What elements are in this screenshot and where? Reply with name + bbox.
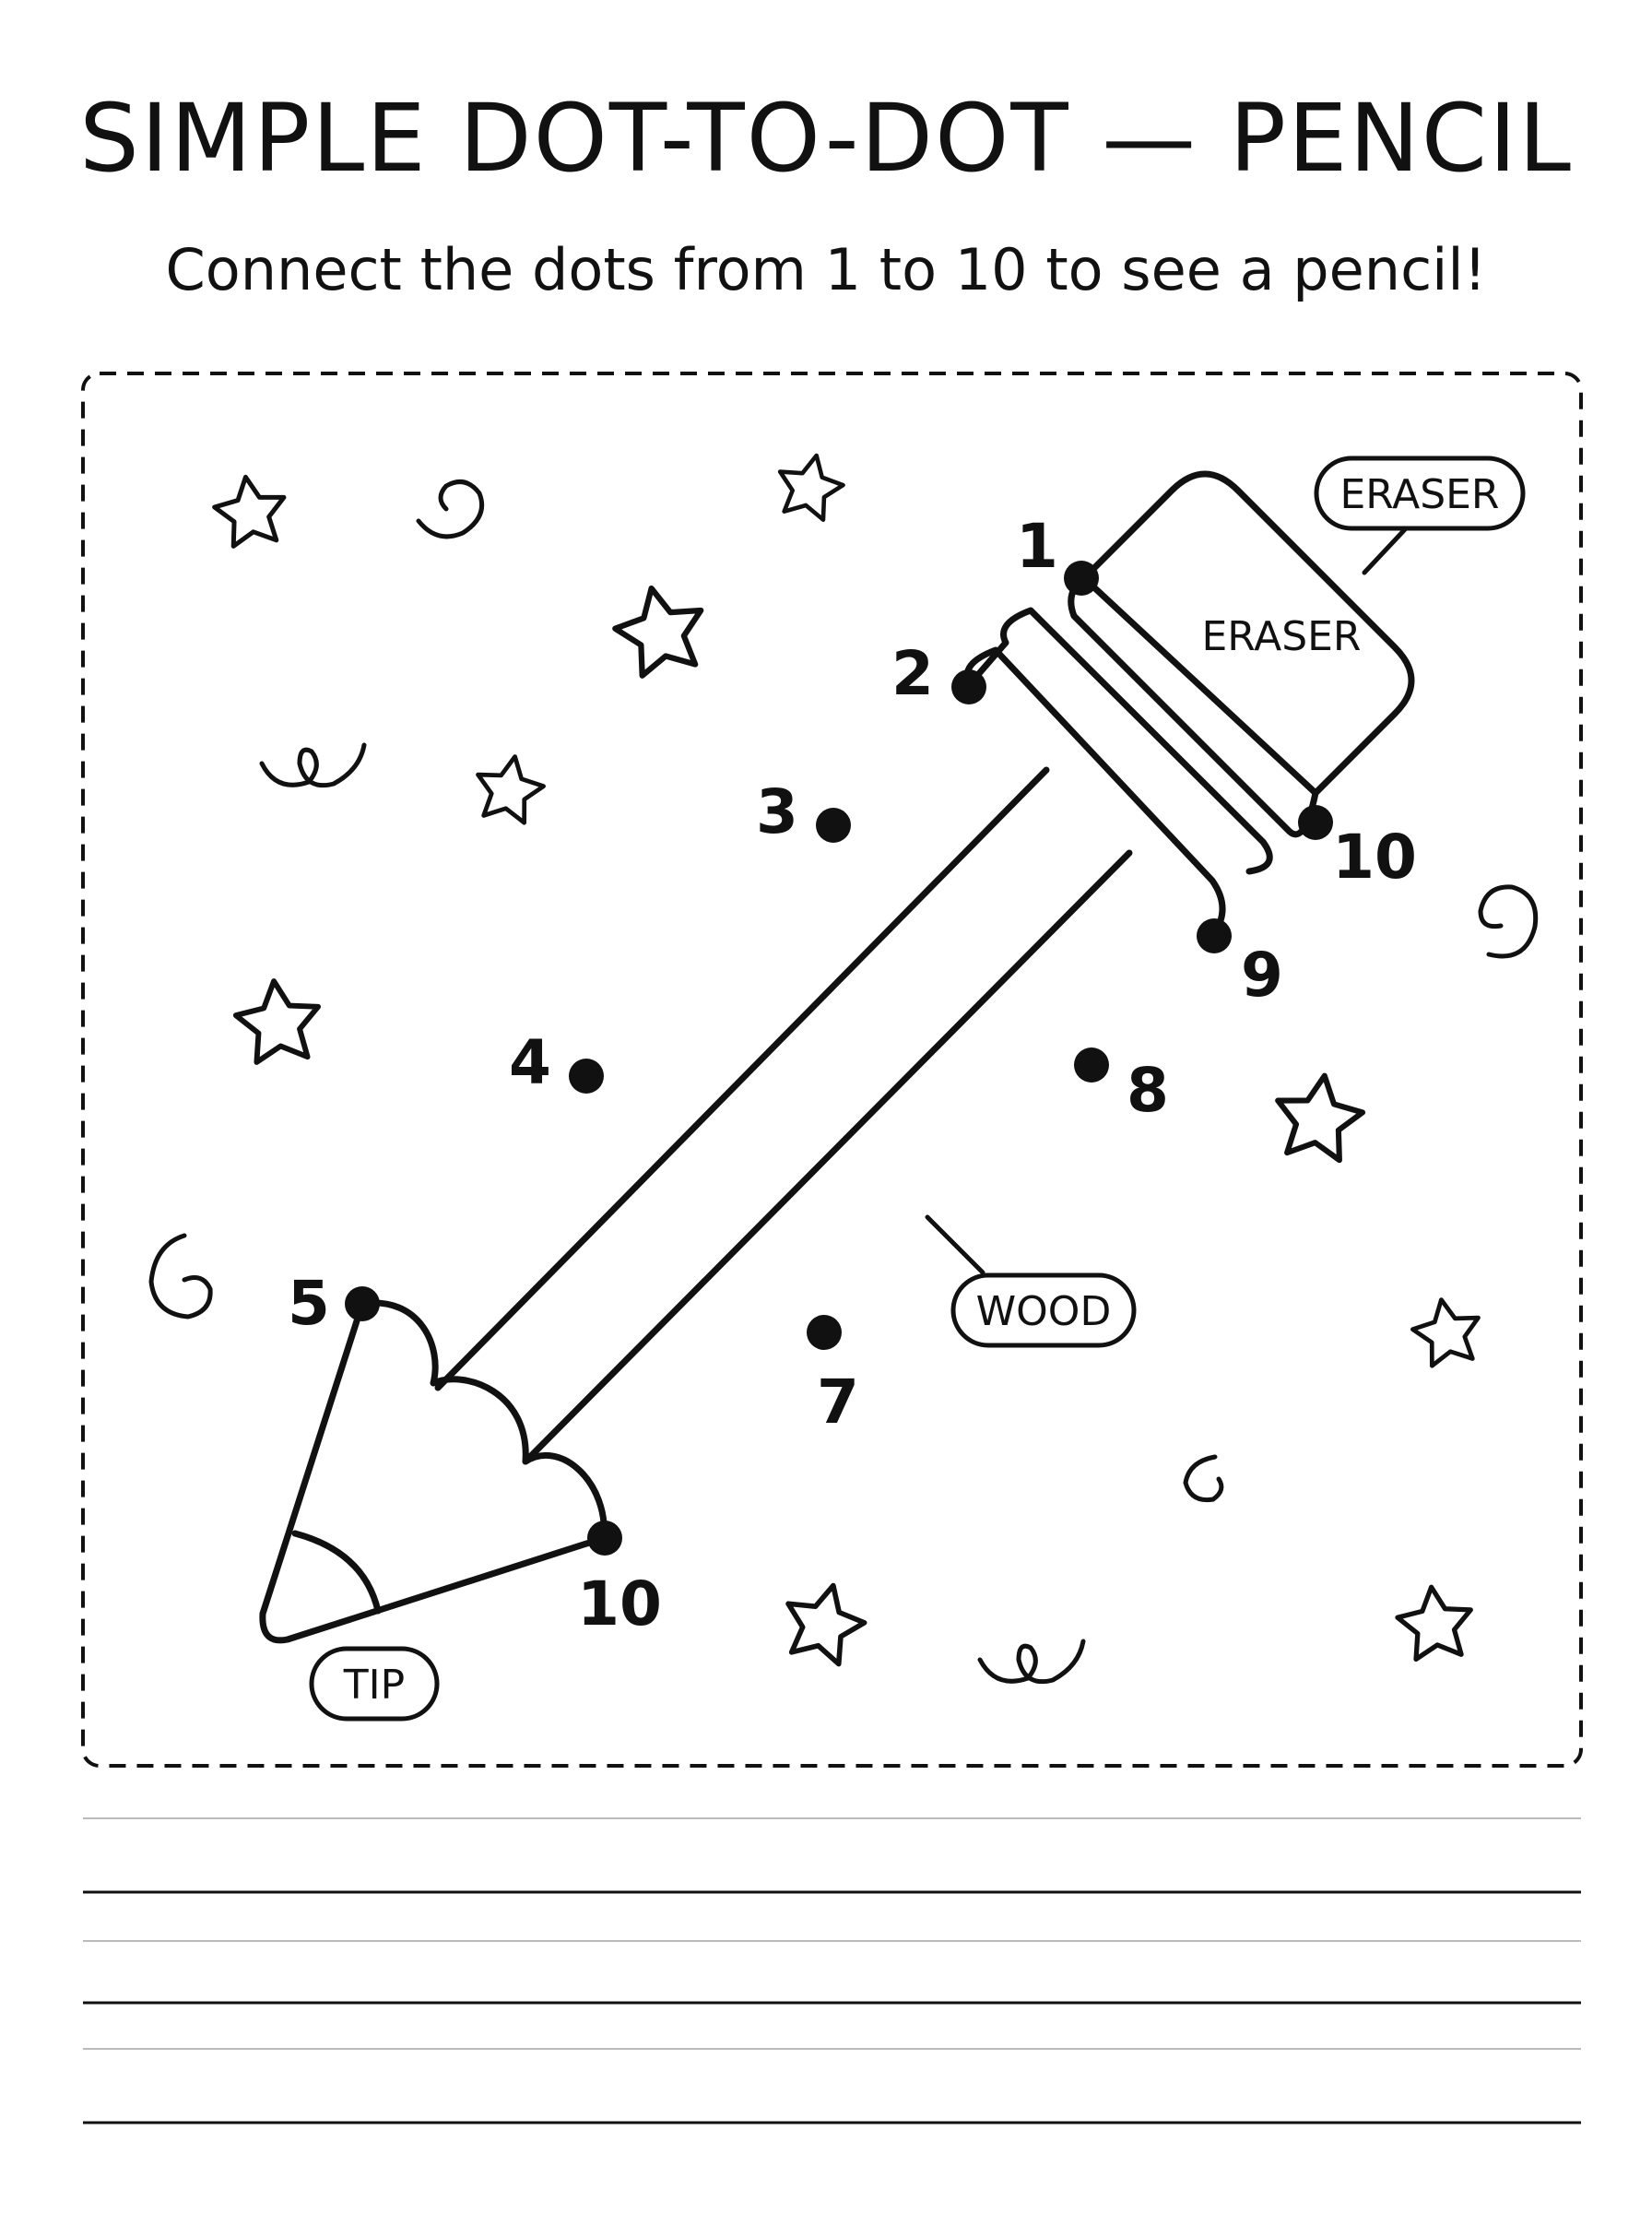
dot-2[interactable]: 2 [891, 638, 986, 709]
dot-3[interactable]: 3 [756, 776, 851, 847]
star-icon [608, 579, 712, 679]
squiggle-icon [977, 1639, 1086, 1685]
eraser-tag-text: ERASER [1340, 471, 1500, 518]
star-icon [232, 976, 323, 1063]
eraser-tag: ERASER [1314, 456, 1526, 531]
writing-lines [83, 1817, 1581, 2124]
star-icon [773, 449, 848, 523]
dot-label: 9 [1241, 940, 1283, 1011]
worksheet-instruction: Connect the dots from 1 to 10 to see a p… [165, 236, 1487, 303]
dot-label: 2 [891, 638, 934, 709]
dot-label: 4 [509, 1027, 551, 1098]
star-icon [211, 472, 289, 548]
dot-8[interactable]: 8 [1074, 1047, 1169, 1126]
worksheet-title: SIMPLE DOT-TO-DOT — PENCIL [79, 84, 1573, 194]
spiral-icon [416, 479, 485, 539]
spiral-icon [1478, 884, 1539, 959]
dot-label: 5 [288, 1268, 330, 1339]
wood-tag-text: WOOD [976, 1288, 1112, 1335]
dot-label: 3 [756, 776, 798, 847]
spiral-icon [1183, 1454, 1224, 1503]
dot-label: 10 [1332, 822, 1417, 893]
spiral-icon [148, 1233, 213, 1320]
dot-label: 7 [817, 1367, 859, 1438]
dashed-frame [81, 372, 1583, 1768]
tip-tag-text: TIP [343, 1662, 405, 1709]
dot-4[interactable]: 4 [509, 1027, 604, 1098]
star-icon [471, 751, 548, 824]
star-icon [1271, 1070, 1367, 1162]
star-icon [777, 1576, 871, 1667]
wood-tag: WOOD [950, 1272, 1137, 1348]
dot-7[interactable]: 7 [807, 1315, 859, 1438]
dot-10[interactable]: 10 [1298, 805, 1417, 893]
dot-label: 8 [1127, 1055, 1169, 1126]
squiggle-icon [259, 742, 367, 788]
star-icon [1395, 1583, 1475, 1661]
dot-label: 10 [577, 1568, 662, 1639]
dot-label: 1 [1016, 511, 1058, 582]
star-icon [1409, 1294, 1485, 1367]
dot-1[interactable]: 1 [1016, 511, 1099, 596]
tip-tag: TIP [309, 1646, 440, 1722]
dot-9[interactable]: 9 [1197, 918, 1283, 1011]
dot-6[interactable]: 10 [577, 1521, 662, 1639]
dot-5[interactable]: 5 [288, 1268, 380, 1339]
eraser-inner-label: ERASER [1202, 613, 1362, 660]
